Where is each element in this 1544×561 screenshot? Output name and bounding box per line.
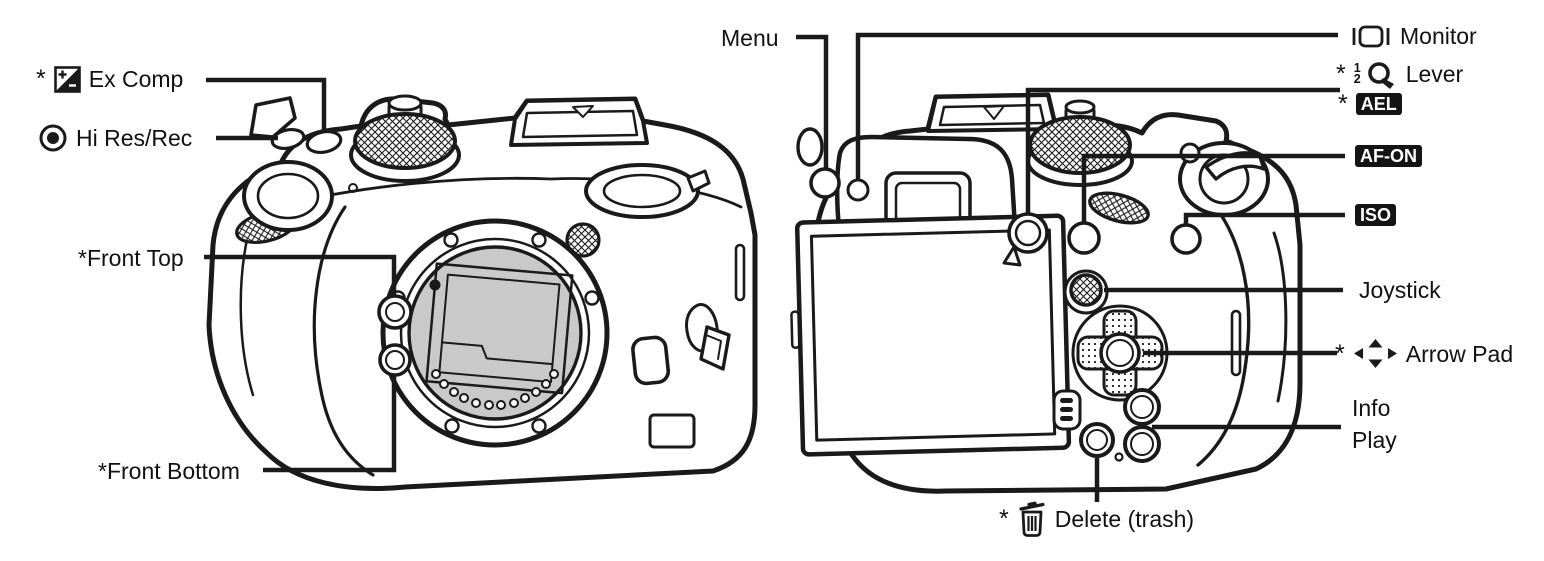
hot-shoe-back: [926, 93, 1058, 133]
ex-comp-button: [305, 129, 343, 155]
label-text: *Front Bottom: [98, 458, 240, 484]
menu-button: [809, 167, 841, 199]
arrow-pad-icon: [1353, 338, 1398, 369]
delete-button: [1079, 422, 1115, 458]
label-ex-comp: * Ex Comp: [36, 64, 183, 94]
info-button: [1123, 388, 1161, 426]
label-text: Hi Res/Rec: [76, 125, 193, 151]
viewfinder-eyecup: [834, 134, 1017, 258]
front-bottom-button: [378, 343, 412, 377]
label-af-on: AF-ON: [1355, 145, 1422, 167]
asterisk: *: [1336, 60, 1346, 88]
leader-af-on: [1081, 153, 1345, 222]
back-body: [811, 92, 1303, 494]
strap-lug-right: [685, 303, 719, 353]
mount-index-dot: [429, 279, 441, 291]
iso-button: [1170, 223, 1202, 255]
label-info: Info: [1352, 393, 1390, 423]
viewfinder-window: [884, 171, 972, 235]
front-dial: [235, 209, 297, 245]
exposure-compensation-icon: [53, 65, 81, 93]
label-menu: Menu: [721, 23, 779, 53]
camera-back-illustration: [790, 92, 1303, 494]
back-grip: [1196, 203, 1251, 467]
camera-front-illustration: [206, 94, 758, 491]
ok-button: [1099, 332, 1141, 374]
power-lever: [1178, 141, 1270, 217]
sensor-opening: [407, 245, 583, 421]
leader-iso: [1183, 212, 1345, 224]
iso-badge: ISO: [1355, 204, 1397, 226]
strap-lug-left: [249, 96, 297, 139]
label-iso: ISO: [1355, 204, 1397, 226]
label-ael: * AEL: [1338, 90, 1402, 118]
ael-lever-button: [1007, 212, 1049, 254]
label-text: Delete (trash): [1054, 505, 1195, 532]
leader-monitor: [855, 32, 1338, 179]
label-text: Info: [1352, 395, 1391, 421]
lever-positions: 1 2: [1353, 61, 1361, 86]
label-lever: * 1 2 Lever: [1336, 59, 1463, 89]
leader-front-bottom: [263, 376, 397, 473]
front-grip: [312, 205, 375, 477]
label-arrow-pad: * Arrow Pad: [1335, 338, 1513, 369]
label-text: Ex Comp: [88, 66, 184, 92]
label-text: Joystick: [1359, 277, 1441, 303]
front-body: [206, 96, 758, 491]
label-text: Menu: [721, 25, 779, 51]
ael-badge: AEL: [1355, 93, 1402, 115]
right-top-dial: [584, 163, 700, 219]
label-front-top: *Front Top: [78, 243, 184, 273]
lens-mount: [380, 218, 610, 448]
label-text: Arrow Pad: [1405, 340, 1514, 367]
joystick: [1069, 273, 1103, 307]
asterisk: *: [999, 504, 1009, 533]
speaker-grille: [1052, 389, 1082, 431]
label-delete: * Delete (trash): [999, 500, 1194, 537]
fn-lever-icon: [1366, 59, 1398, 89]
lens-release-button: [631, 335, 671, 386]
hi-res-rec-button: [270, 127, 306, 151]
leader-lever: [1025, 87, 1340, 214]
shutter-ring: [242, 160, 334, 232]
mode-dial-back: [1028, 115, 1132, 175]
af-on-button: [1067, 221, 1101, 255]
label-text: Monitor: [1400, 23, 1477, 49]
label-joystick: Joystick: [1359, 275, 1441, 305]
leader-menu: [796, 34, 829, 170]
record-icon: [38, 123, 68, 153]
front-sub-dial: [565, 222, 601, 258]
leader-front-top: [204, 254, 397, 295]
asterisk: *: [1338, 90, 1348, 118]
mode-dial: [353, 112, 457, 170]
label-front-bottom: *Front Bottom: [98, 456, 240, 486]
label-play: Play: [1352, 425, 1397, 455]
label-monitor: Monitor: [1350, 21, 1477, 51]
label-text: Lever: [1405, 61, 1464, 87]
asterisk: *: [1335, 339, 1345, 368]
rear-dial: [1088, 191, 1150, 225]
hot-shoe: [509, 97, 649, 147]
front-top-button: [377, 294, 413, 330]
monitor-button: [846, 178, 870, 202]
trash-icon: [1017, 500, 1047, 537]
monitor-icon: [1350, 23, 1392, 50]
label-text: Play: [1352, 427, 1397, 453]
asterisk: *: [36, 65, 46, 93]
port-cover: [648, 413, 696, 449]
play-button: [1123, 425, 1161, 463]
lcd-screen: [794, 213, 1072, 457]
label-hi-res-rec: Hi Res/Rec: [38, 123, 192, 153]
leader-ex-comp: [206, 77, 327, 131]
arrow-pad: [1071, 304, 1169, 402]
label-text: *Front Top: [78, 245, 184, 271]
af-on-badge: AF-ON: [1355, 145, 1422, 167]
